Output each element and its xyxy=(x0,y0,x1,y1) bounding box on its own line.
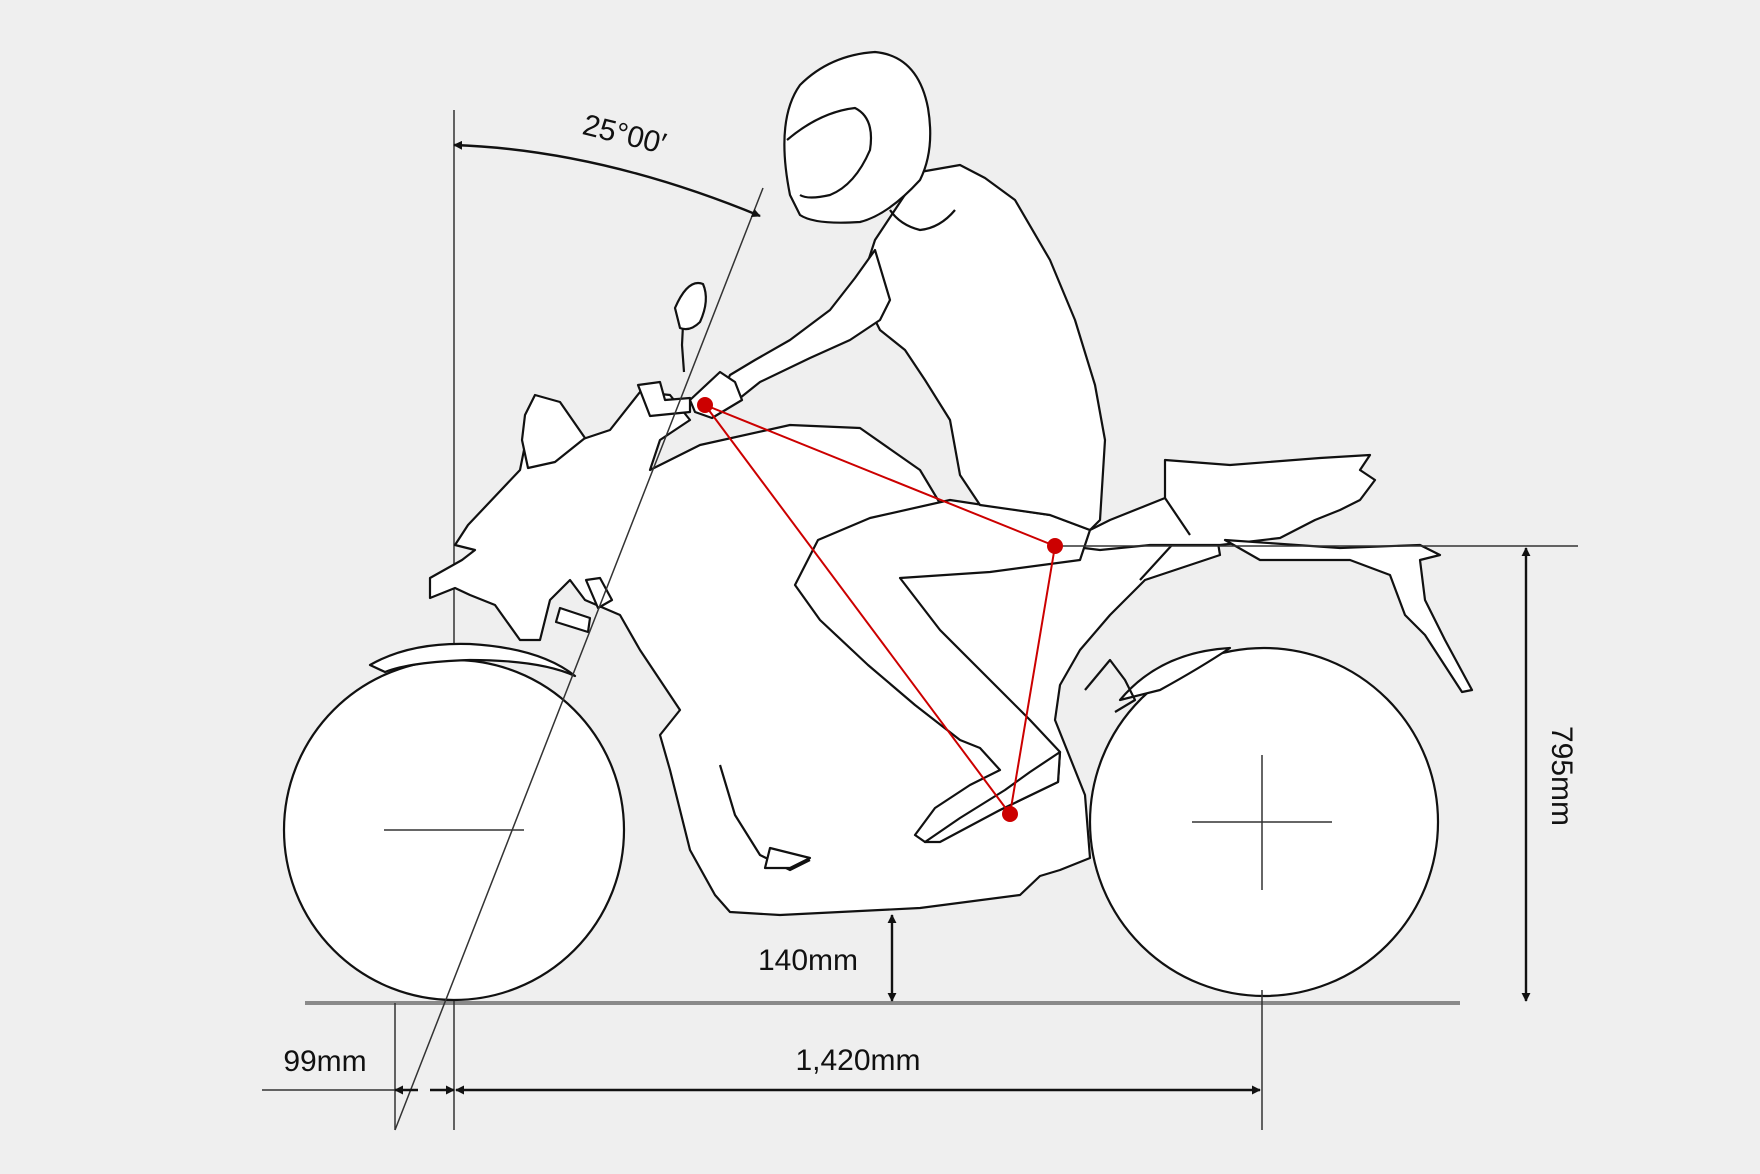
rake-angle-arrow xyxy=(453,140,761,218)
rider-boot xyxy=(923,750,1062,844)
mirror-stem xyxy=(680,324,686,373)
ergo-line-foot-to-hand xyxy=(704,404,1011,815)
guide-lines xyxy=(262,187,1578,1131)
seat-tail xyxy=(1058,453,1377,552)
ergo-line-hand-to-hip xyxy=(704,404,1056,547)
helmet-visor xyxy=(786,106,873,199)
trail-label: 99mm xyxy=(283,1045,366,1078)
ergonomic-triangle xyxy=(704,404,1056,815)
front-fork xyxy=(584,576,614,610)
rider-torso xyxy=(860,163,1107,532)
seat-height-label: 795mm xyxy=(1545,726,1578,826)
rider xyxy=(688,50,1107,844)
helmet xyxy=(783,50,932,224)
rider-collar xyxy=(889,209,956,232)
rear-hugger xyxy=(1118,646,1232,702)
wheelbase-label: 1,420mm xyxy=(795,1044,920,1077)
rear-fender-hanger xyxy=(1223,538,1474,694)
front-fender xyxy=(368,642,577,678)
ergo-point-hip xyxy=(1047,538,1063,554)
exhaust-tip xyxy=(763,846,812,870)
ground-clearance-label: 140mm xyxy=(758,944,858,977)
dimension-arrows xyxy=(394,140,1531,1095)
ergo-point-foot xyxy=(1002,806,1018,822)
frame-line xyxy=(1139,497,1191,581)
headlight xyxy=(520,393,587,470)
rear-peg-bracket xyxy=(1084,658,1137,713)
ergo-line-hip-to-foot xyxy=(1009,545,1056,815)
ergo-point-hand xyxy=(697,397,713,413)
fork-bracket xyxy=(554,606,592,634)
mirror-head xyxy=(673,281,707,331)
engine-cylinder xyxy=(718,764,811,872)
steering-axis-line xyxy=(394,187,764,1131)
